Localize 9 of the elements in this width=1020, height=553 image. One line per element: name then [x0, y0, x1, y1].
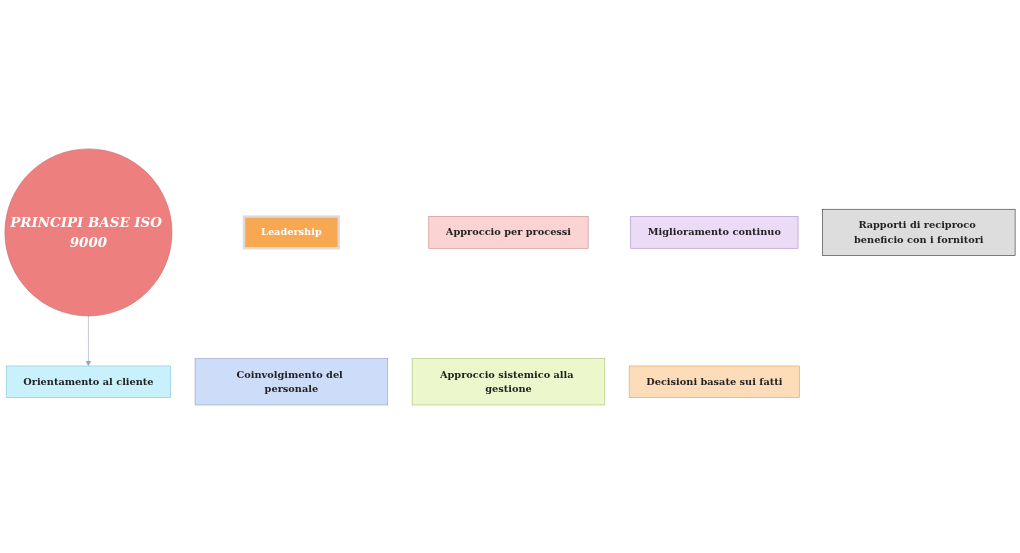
node-box: Miglioramento continuo — [630, 215, 799, 249]
node-box: Approccio sistemico alla gestione — [411, 357, 606, 405]
node-box: Decisioni basate sui fatti — [628, 365, 800, 398]
node-box: Leadership — [242, 214, 340, 250]
node-box: Approccio per processi — [428, 215, 589, 249]
node-circle: PRINCIPI BASE ISO 9000 — [4, 148, 173, 316]
node-box: Rapporti di reciproco beneficio con i fornitori — [822, 208, 1016, 256]
node-box: Orientamento al cliente — [5, 365, 171, 398]
node-box: Coinvolgimento del personale — [194, 357, 389, 405]
